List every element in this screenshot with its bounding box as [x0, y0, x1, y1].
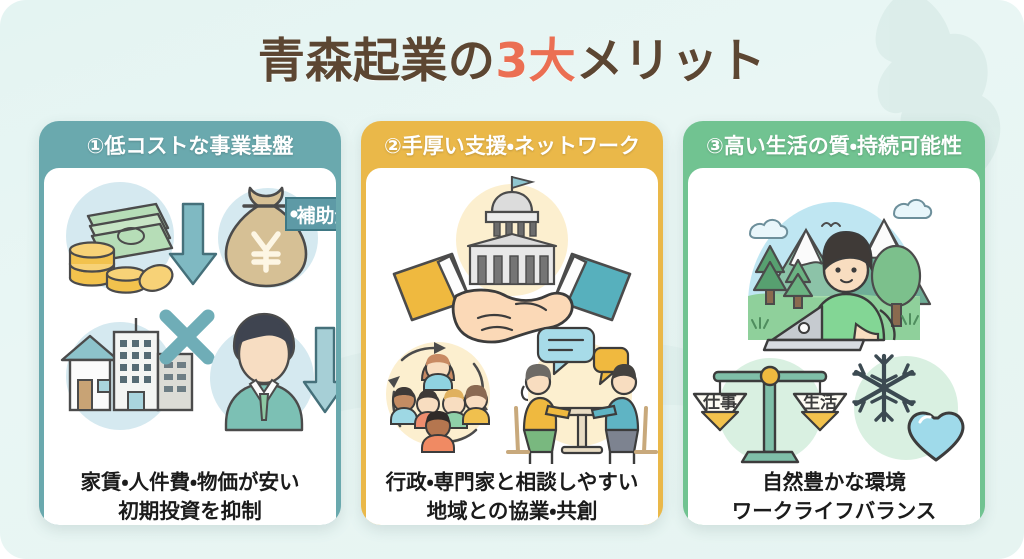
money-bag-yen-with-subsidy-tag-icon: 補助金 — [218, 186, 336, 288]
quality-of-life-illustration-group: 仕事 生活 — [692, 198, 965, 464]
page-title: 青森起業の3大メリット — [0, 22, 1024, 91]
card-quality-of-life-illustrations: 仕事 生活 — [688, 168, 980, 468]
house-and-buildings-with-cross-mark-icon — [60, 309, 215, 430]
support-network-illustration-group — [386, 175, 658, 464]
card-low-cost: ①低コストな事業基盤 — [39, 121, 341, 525]
snowflake-and-heart-icon — [852, 353, 965, 462]
cash-and-coins-with-down-arrow-icon — [66, 182, 218, 294]
title-suffix: メリット — [576, 34, 767, 89]
card-quality-of-life-header: ③高い生活の質・持続可能性 — [706, 133, 962, 158]
card-low-cost-caption: 家賃・人件費・物価が安い 初期投資を抑制 — [44, 468, 336, 525]
card-support-network-illustrations — [366, 168, 658, 468]
handshake-with-government-building-icon — [392, 175, 632, 344]
caption-line-2: 地域との協業・共創 — [426, 499, 598, 524]
card-quality-of-life: ③高い生活の質・持続可能性 — [683, 121, 985, 525]
benefit-cards: ①低コストな事業基盤 — [0, 121, 1024, 533]
title-prefix: 青森起業の — [257, 34, 496, 89]
card-low-cost-body: 補助金 — [44, 168, 336, 525]
card-support-network-header: ②手厚い支援・ネットワーク — [384, 133, 640, 158]
card-support-network-caption: 行政・専門家と相談しやすい 地域との協業・共創 — [366, 468, 658, 525]
subsidy-tag-label: 補助金 — [296, 204, 336, 227]
scale-label-work: 仕事 — [702, 392, 737, 413]
card-quality-of-life-caption: 自然豊かな環境 ワークライフバランス — [688, 468, 980, 525]
caption-line-2: 初期投資を抑制 — [118, 499, 262, 524]
card-low-cost-header: ①低コストな事業基盤 — [86, 133, 294, 158]
caption-line-1: 行政・専門家と相談しやすい — [385, 470, 639, 494]
scale-label-life: 生活 — [803, 392, 837, 413]
card-support-network-body: 行政・専門家と相談しやすい 地域との協業・共創 — [366, 168, 658, 525]
title-accent: 3大 — [495, 34, 577, 89]
card-quality-of-life-body: 仕事 生活 — [688, 168, 980, 525]
caption-line-1: 自然豊かな環境 — [762, 470, 906, 494]
person-with-laptop-in-nature-icon — [748, 198, 933, 352]
work-life-balance-scale-icon: 仕事 生活 — [692, 358, 848, 464]
low-cost-illustration-group: 補助金 — [60, 182, 336, 432]
card-support-network: ②手厚い支援・ネットワーク — [361, 121, 663, 525]
caption-line-1: 家賃・人件費・物価が安い — [80, 470, 300, 494]
businessperson-with-down-arrow-icon — [210, 312, 336, 432]
two-people-consultation-meeting-icon — [506, 326, 658, 464]
caption-line-2: ワークライフバランス — [731, 499, 937, 524]
people-network-circular-arrows-icon — [386, 342, 490, 453]
card-low-cost-illustrations: 補助金 — [44, 168, 336, 468]
